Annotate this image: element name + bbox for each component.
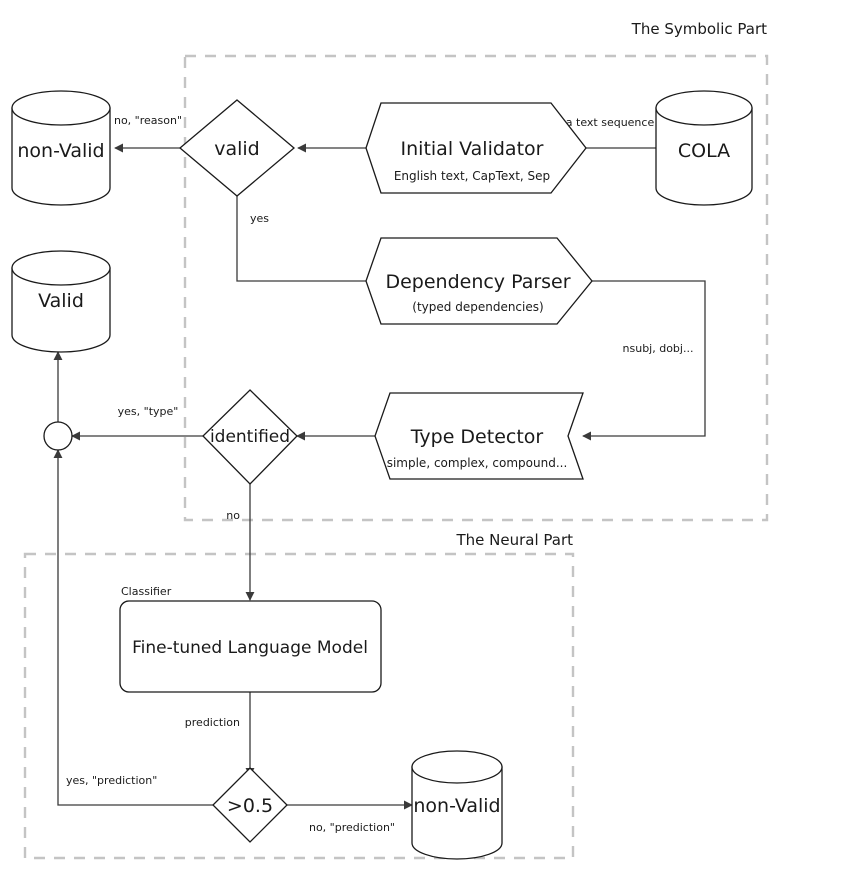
node-identified-decision[interactable]: identified — [202, 389, 298, 485]
node-cola[interactable]: COLA — [655, 90, 753, 206]
node-label-type-detector: Type Detector — [410, 426, 544, 448]
cylinder-top — [655, 90, 753, 126]
chevron-shape — [374, 392, 584, 480]
cylinder-top — [11, 250, 111, 286]
edge-label-nsubj-dobj: nsubj, dobj... — [623, 342, 694, 355]
classifier-label: Classifier — [121, 585, 172, 598]
node-non-valid-top[interactable]: non-Valid — [11, 90, 111, 206]
node-label-valid-store: Valid — [38, 290, 84, 312]
node-label-cola: COLA — [678, 140, 730, 162]
node-sublabel-dependency-parser: (typed dependencies) — [412, 300, 543, 314]
cylinder-body — [11, 267, 111, 353]
edge-label-yes-valid: yes — [250, 212, 269, 225]
node-non-valid-bottom[interactable]: non-Valid — [411, 750, 503, 860]
edge-label-no-prediction: no, "prediction" — [309, 821, 395, 834]
edge-valid-to-parser — [236, 196, 384, 286]
node-label-non-valid-top: non-Valid — [17, 140, 104, 162]
node-label-dependency-parser: Dependency Parser — [385, 271, 570, 293]
node-label-identified: identified — [210, 427, 290, 447]
node-label-language-model: Fine-tuned Language Model — [132, 638, 368, 658]
node-sublabel-initial-validator: English text, CapText, Sep — [394, 169, 550, 183]
edge-label-text-sequence: a text sequence — [566, 116, 655, 129]
edge-threshold-to-merge — [53, 449, 213, 806]
edge-label-prediction: prediction — [185, 716, 240, 729]
node-label-non-valid-bottom: non-Valid — [413, 795, 500, 817]
node-language-model[interactable]: Fine-tuned Language Model — [119, 600, 382, 693]
edge-label-yes-type: yes, "type" — [118, 405, 179, 418]
diamond-shape — [202, 389, 298, 485]
merge-node-circle[interactable] — [43, 421, 73, 451]
chevron-shape — [365, 237, 593, 325]
node-label-initial-validator: Initial Validator — [401, 138, 544, 160]
node-dependency-parser[interactable]: Dependency Parser (typed dependencies) — [365, 237, 593, 325]
rounded-rect-shape — [119, 600, 382, 693]
cylinder-body — [11, 107, 111, 206]
node-label-valid: valid — [214, 138, 260, 160]
cylinder-top — [411, 750, 503, 784]
cylinder-body — [411, 766, 503, 860]
node-initial-validator[interactable]: Initial Validator English text, CapText,… — [365, 102, 587, 194]
node-label-threshold: >0.5 — [227, 795, 273, 817]
chevron-shape — [365, 102, 587, 194]
group-title-symbolic: The Symbolic Part — [631, 20, 767, 38]
edge-parser-to-typedetector — [582, 280, 706, 441]
diamond-shape — [178, 99, 296, 197]
node-sublabel-type-detector: simple, complex, compound... — [387, 456, 568, 470]
cylinder-top — [11, 90, 111, 126]
node-valid-decision[interactable]: valid — [178, 99, 296, 197]
node-type-detector[interactable]: Type Detector simple, complex, compound.… — [374, 392, 584, 480]
group-boundary-neural — [23, 552, 575, 860]
cylinder-body — [655, 107, 753, 206]
node-valid-store[interactable]: Valid — [11, 250, 111, 353]
edge-label-yes-prediction: yes, "prediction" — [66, 774, 157, 787]
node-threshold-decision[interactable]: >0.5 — [212, 767, 288, 843]
edge-label-no-identified: no — [226, 509, 240, 522]
diamond-shape — [212, 767, 288, 843]
group-boundary-symbolic — [183, 54, 769, 522]
edge-label-no-reason: no, "reason" — [114, 114, 182, 127]
group-title-neural: The Neural Part — [455, 531, 573, 549]
